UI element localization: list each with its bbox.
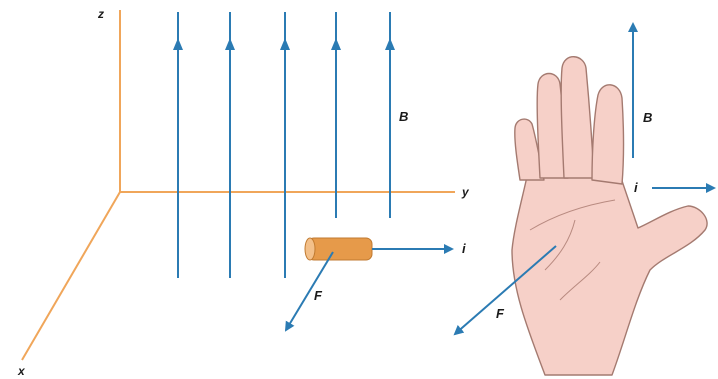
field-arrow-icon [225,38,235,50]
force-vector-left [286,252,333,330]
z-axis-label: z [97,7,104,21]
x-axis [22,192,120,360]
current-label-left: i [462,241,466,256]
index-finger [592,85,624,184]
field-arrow-icon [385,38,395,50]
field-arrow-icon [280,38,290,50]
conductor-segment [305,238,372,260]
field-arrow-icon [331,38,341,50]
field-label-right: B [643,110,652,125]
palm [512,172,707,375]
field-arrow-icon [173,38,183,50]
middle-finger [561,57,594,178]
field-label-left: B [399,109,408,124]
right-hand-illustration [512,57,707,375]
y-axis-label: y [461,185,470,199]
force-label-right: F [496,306,505,321]
x-axis-label: x [17,364,26,378]
force-label-left: F [314,288,323,303]
current-label-right: i [634,180,638,195]
